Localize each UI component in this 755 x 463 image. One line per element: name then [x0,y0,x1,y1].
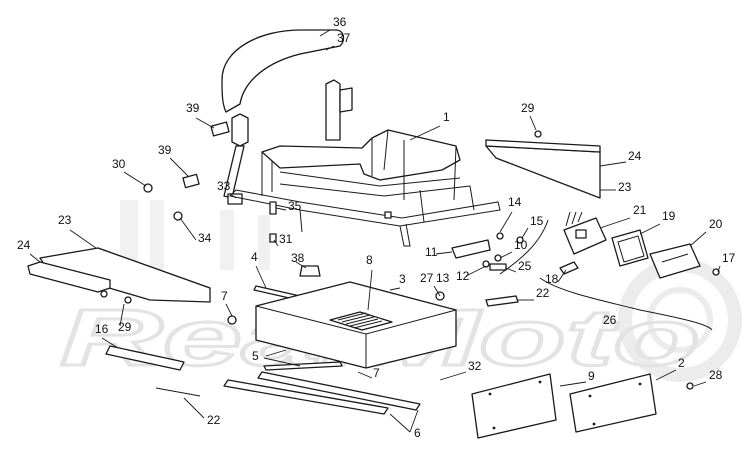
callout-17: 17 [722,251,736,265]
callout-20: 20 [709,217,723,231]
lamp-hardware [451,219,549,275]
callout-7a: 7 [221,289,228,303]
callout-18: 18 [545,272,559,286]
bottom-strips [105,345,421,415]
callout-4: 4 [251,250,258,264]
callout-8: 8 [366,253,373,267]
backrest-bracket [182,79,353,205]
callout-3: 3 [399,272,406,286]
callout-21: 21 [633,203,647,217]
callout-25: 25 [518,259,532,273]
plate-2 [569,373,694,433]
callout-31: 31 [279,232,293,246]
right-side-rail [485,130,601,199]
strip-22 [485,295,519,307]
callout-1: 1 [443,110,450,124]
callout-24a: 24 [17,238,31,252]
callout-26: 26 [603,313,617,327]
callout-9: 9 [588,369,595,383]
callout-15: 15 [530,214,544,228]
seat-base [227,281,457,369]
callout-16: 16 [95,322,109,336]
wiring-harness [539,277,713,331]
plate-9 [471,373,557,439]
callout-2: 2 [678,356,685,370]
callout-30: 30 [112,157,126,171]
callout-27: 27 [420,271,434,285]
callout-5: 5 [252,349,259,363]
callout-19: 19 [662,209,676,223]
callout-38: 38 [291,251,305,265]
callout-13: 13 [436,271,450,285]
callout-33: 33 [217,179,231,193]
callout-39b: 39 [158,143,172,157]
callout-12: 12 [456,269,470,283]
callout-24b: 24 [628,149,642,163]
callout-35: 35 [288,199,302,213]
callout-29a: 29 [118,320,132,334]
tail-light [649,243,720,279]
tail-light-housing [563,211,607,255]
callout-37: 37 [337,31,351,45]
callout-11: 11 [425,245,438,259]
callout-28: 28 [709,368,723,382]
backrest-pad [221,29,345,113]
rack-frame [228,129,501,247]
callout-36: 36 [333,15,347,29]
callout-10: 10 [514,238,528,252]
callout-6: 6 [414,426,421,440]
callout-22a: 22 [207,413,221,427]
left-hardware [143,183,321,277]
callout-7b: 7 [373,366,380,380]
callout-23b: 23 [618,180,632,194]
callout-39a: 39 [186,101,200,115]
leader-lines [29,29,721,433]
callout-14: 14 [508,195,522,209]
callout-22b: 22 [536,286,550,300]
callout-23a: 23 [58,213,72,227]
callout-32: 32 [468,359,482,373]
callout-29b: 29 [521,101,535,115]
callout-34: 34 [198,231,212,245]
